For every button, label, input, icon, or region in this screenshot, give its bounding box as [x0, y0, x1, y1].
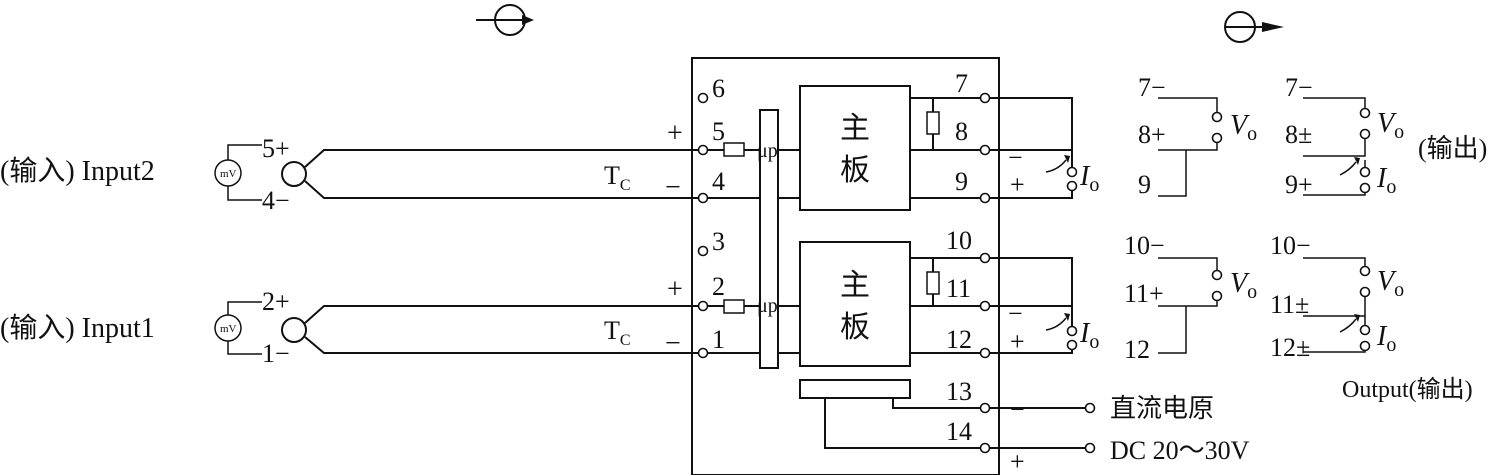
input1-minus: − — [665, 328, 681, 359]
main-board-1-label-bottom: 板 — [840, 311, 870, 344]
vo-label: Vo — [1377, 108, 1404, 143]
main-board-1-label-top: 主 — [840, 269, 870, 302]
main-board-2 — [799, 85, 911, 211]
terminal-label: 7− — [1138, 73, 1166, 102]
main-board-1 — [799, 241, 911, 367]
loop1-minus: − — [1008, 299, 1023, 328]
input1-label: (输入) Input1 — [0, 312, 155, 344]
pin-label: 7 — [955, 69, 968, 98]
main-board-2-label-top: 主 — [840, 112, 870, 145]
terminal-label: 7− — [1285, 73, 1313, 102]
current-arrow-icon — [1045, 159, 1067, 173]
mup-label-1: μp — [757, 295, 778, 317]
output-direction-symbol — [1224, 11, 1284, 43]
output-group-a: 7− Vo 8+ 9 10− Vo 11+ 12 — [1124, 73, 1257, 364]
pin-label: 8 — [955, 117, 968, 146]
right-terminals: 7 8 9 10 11 12 13 14 — [946, 69, 991, 454]
terminal-4-label: 4− — [262, 186, 290, 215]
pin-label: 14 — [946, 417, 972, 446]
pin-label: 5 — [712, 117, 725, 146]
power-label-en: DC 20～30V — [1110, 436, 1250, 465]
input-resistor-2 — [723, 142, 745, 157]
input2-plus: + — [667, 118, 683, 149]
output-label-bottom: Output(输出) — [1342, 376, 1473, 403]
io-label: Io — [1376, 321, 1396, 356]
terminal-5-label: 5+ — [262, 134, 290, 163]
tc-label-2: TC — [604, 161, 631, 194]
terminal-label: 10− — [1124, 231, 1165, 260]
current-arrow-icon — [1045, 317, 1067, 331]
terminal-label: 9+ — [1285, 170, 1313, 199]
io-label-1: Io — [1079, 318, 1099, 353]
loop2-minus: − — [1008, 143, 1023, 172]
input2-minus: − — [665, 172, 681, 203]
vo-label: Vo — [1230, 110, 1257, 145]
thermocouple-junction-2 — [281, 161, 307, 187]
power-supply-block — [799, 379, 911, 399]
pin-label: 9 — [955, 167, 968, 196]
input1-plus: + — [667, 274, 683, 305]
output-label-top: (输出) — [1418, 134, 1487, 163]
module-enclosure — [691, 57, 1000, 475]
vo-label: Vo — [1377, 266, 1404, 301]
terminal-label: 8+ — [1138, 120, 1166, 149]
millivoltmeter-icon: mV — [214, 301, 262, 355]
tc-label-1: TC — [604, 316, 631, 349]
loop1-plus: + — [1010, 327, 1025, 356]
input2-label: (输入) Input2 — [0, 155, 155, 187]
millivoltmeter-icon: mV — [214, 144, 262, 201]
io-label-2: Io — [1079, 161, 1099, 196]
vo-label: Vo — [1230, 268, 1257, 303]
thermocouple-junction-1 — [281, 317, 307, 343]
loop2-plus: + — [1010, 170, 1025, 199]
terminal-label: 10− — [1270, 231, 1311, 260]
terminal-label: 11+ — [1124, 279, 1164, 308]
shunt-resistor-2 — [926, 111, 940, 135]
io-label: Io — [1376, 163, 1396, 198]
mup-label-2: μp — [757, 140, 778, 162]
shunt-resistor-1 — [926, 271, 940, 295]
terminal-label: 12 — [1124, 335, 1150, 364]
pin-label: 2 — [712, 272, 725, 301]
left-terminals: 6 5 4 3 2 1 — [697, 74, 725, 359]
pin-label: 12 — [946, 325, 972, 354]
terminal-label: 12± — [1270, 333, 1310, 362]
power-minus: − — [1010, 395, 1025, 424]
input-direction-symbol — [476, 4, 534, 36]
pin-label: 6 — [712, 74, 725, 103]
power-label-cn: 直流电原 — [1110, 394, 1214, 423]
pin-label: 3 — [712, 227, 725, 256]
pin-label: 1 — [712, 325, 725, 354]
terminal-1-label: 1− — [262, 339, 290, 368]
main-board-2-label-bottom: 板 — [840, 154, 870, 187]
pin-label: 11 — [946, 274, 971, 303]
pin-label: 4 — [712, 167, 725, 196]
terminal-label: 11± — [1270, 290, 1309, 319]
mv-label: mV — [220, 323, 237, 335]
terminal-label: 8± — [1285, 120, 1312, 149]
output-group-b: 7− Vo 8± Io 9+ (输出) 10− Vo 11± Io 12± Ou… — [1270, 73, 1487, 403]
current-arrow-icon — [1339, 318, 1357, 333]
pin-label: 13 — [946, 377, 972, 406]
microprocessor-block — [759, 109, 779, 369]
input-resistor-1 — [723, 299, 745, 314]
terminal-2-label: 2+ — [262, 287, 290, 316]
mv-label: mV — [220, 168, 237, 180]
terminal-label: 9 — [1138, 170, 1151, 199]
pin-label: 10 — [946, 226, 972, 255]
power-plus: + — [1010, 447, 1025, 475]
current-arrow-icon — [1339, 161, 1357, 176]
